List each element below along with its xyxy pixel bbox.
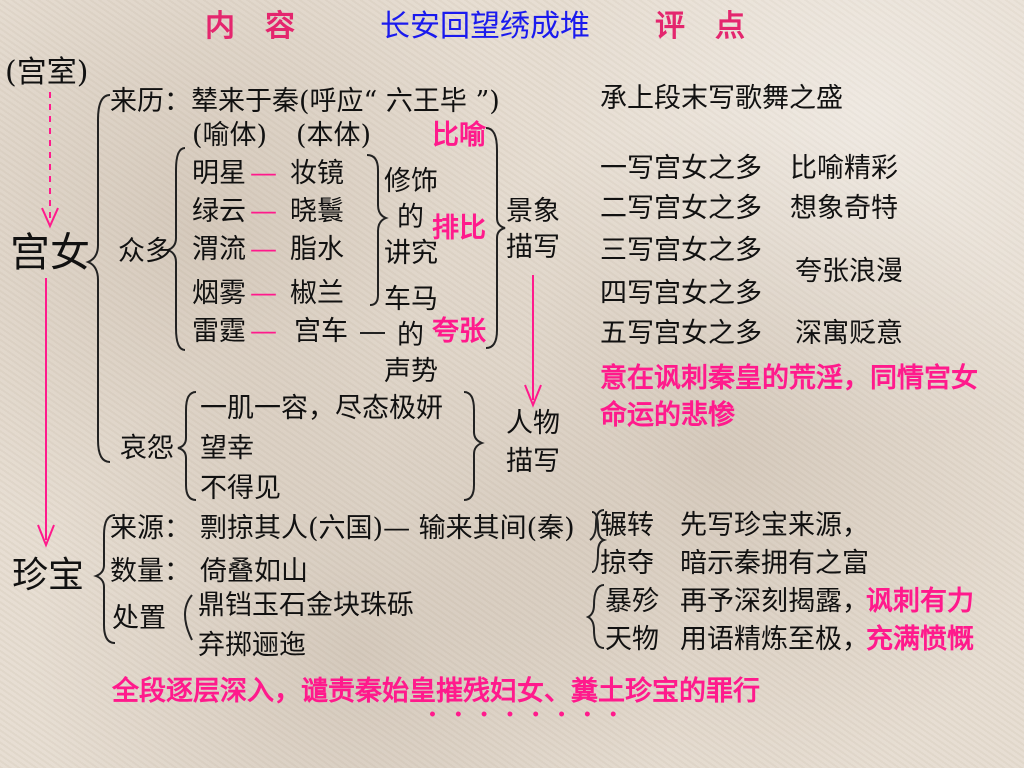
dash-2: — xyxy=(250,196,277,227)
sorrow-item-1: 一肌一容，尽态极妍 xyxy=(200,393,443,424)
sorrow-item-2: 望幸 xyxy=(200,433,254,464)
adorn-3: 讲究 xyxy=(384,238,438,269)
dash-5: — xyxy=(250,316,277,347)
women-summary-1: 意在讽刺秦皇的荒淫，同情宫女 xyxy=(600,363,978,394)
figure-2: 描写 xyxy=(506,446,560,477)
brace-sorrow-right xyxy=(463,391,485,501)
comment-34-note: 夸张浪漫 xyxy=(795,256,903,287)
comment-5: 五写宫女之多 xyxy=(600,318,762,349)
dash-4: — xyxy=(250,278,277,309)
figure-1: 人物 xyxy=(506,408,560,439)
device-parallelism: 排比 xyxy=(432,213,486,244)
carriage-1: 车马 xyxy=(384,284,438,315)
comment-1: 一写宫女之多 xyxy=(600,153,762,184)
many-label: 众多 xyxy=(118,236,172,267)
tenor-1: 妆镜 xyxy=(290,158,344,189)
treasure-comment-word-3: 暴殄 xyxy=(605,586,659,617)
brace-treasure-right-1 xyxy=(591,511,608,573)
pink-arrow-palace xyxy=(41,92,59,229)
treasure-source-label: 来源： xyxy=(110,513,191,544)
palace-origin: 来历：辇来于秦(呼应“ 六王毕 ”) xyxy=(110,86,500,117)
brace-many xyxy=(165,147,186,351)
device-metaphor: 比喻 xyxy=(432,120,486,151)
comment-2-note: 想象奇特 xyxy=(790,193,898,224)
treasure-comment-word-4: 天物 xyxy=(605,624,659,655)
scene-2: 描写 xyxy=(506,232,560,263)
treasure-comment-text-2: 暗示秦拥有之富 xyxy=(680,548,869,579)
treasure-label: 珍宝 xyxy=(12,555,85,596)
treasure-source-text: 剽掠其人(六国)— 输来其间(秦) xyxy=(200,513,575,544)
treasure-disposal-1: 鼎铛玉石金块珠砾 xyxy=(198,590,414,621)
brace-adorn xyxy=(366,154,389,306)
content-header: 内 容 xyxy=(205,9,295,44)
dash-3: — xyxy=(250,234,277,265)
treasure-comment-text-1: 先写珍宝来源， xyxy=(680,510,869,541)
carriage-2: 的 xyxy=(397,320,424,351)
sorrow-label: 哀怨 xyxy=(120,433,174,464)
vehicle-5: 雷霆 xyxy=(192,316,246,347)
dash-1: — xyxy=(250,158,277,189)
women-summary-2: 命运的悲惨 xyxy=(600,400,735,431)
brace-treasure-left-2 xyxy=(589,509,605,541)
tenor-3: 脂水 xyxy=(290,234,344,265)
vehicle-4: 烟雾 xyxy=(192,278,246,309)
treasure-comment-red-3: 讽刺有力 xyxy=(866,586,974,617)
header-vehicle: (喻体) xyxy=(192,120,268,151)
sorrow-item-3: 不得见 xyxy=(200,473,281,504)
comment-header: 评 点 xyxy=(655,9,745,44)
tenor-5: 宫车 xyxy=(294,316,348,347)
brace-disposal xyxy=(184,594,193,641)
comment-4: 四写宫女之多 xyxy=(600,278,762,309)
palace-origin-comment: 承上段末写歌舞之盛 xyxy=(600,83,843,114)
footer-summary: 全段逐层深入，谴责秦始皇摧残妇女、糞土珍宝的罪行 xyxy=(112,676,760,707)
treasure-comment-text-3: 再予深刻揭露， xyxy=(680,586,869,617)
carriage-3: 声势 xyxy=(384,356,438,387)
pink-arrow-scene xyxy=(524,275,542,408)
tenor-2: 晓鬟 xyxy=(290,196,344,227)
vehicle-3: 渭流 xyxy=(192,234,246,265)
page-title: 长安回望绣成堆 xyxy=(380,9,590,44)
comment-1-note: 比喻精彩 xyxy=(790,153,898,184)
pink-arrow-women xyxy=(37,278,55,548)
brace-sorrow xyxy=(177,391,197,501)
palace-label: (宫室) xyxy=(5,55,89,90)
vehicle-2: 绿云 xyxy=(192,196,246,227)
treasure-disposal-2: 弃掷逦迤 xyxy=(198,630,306,661)
treasure-comment-red-4: 充满愤慨 xyxy=(866,624,974,655)
brace-devices xyxy=(485,127,506,349)
comment-5-note: 深寓贬意 xyxy=(795,318,903,349)
footer-emphasis-dots: • • • • • • • • xyxy=(428,707,624,723)
brace-treasure xyxy=(93,514,116,644)
vehicle-1: 明星 xyxy=(192,158,246,189)
treasure-comment-word-2: 掠夺 xyxy=(600,548,654,579)
brace-women-main xyxy=(85,94,111,463)
treasure-disposal-label: 处置 xyxy=(112,603,166,634)
comment-2: 二写宫女之多 xyxy=(600,193,762,224)
scene-1: 景象 xyxy=(506,196,560,227)
adorn-2: 的 xyxy=(397,202,424,233)
women-label: 宫女 xyxy=(10,230,90,276)
adorn-1: 修饰 xyxy=(384,166,438,197)
brace-treasure-left-3 xyxy=(585,584,605,649)
tenor-4: 椒兰 xyxy=(290,278,344,309)
treasure-quantity-label: 数量： xyxy=(110,556,191,587)
treasure-comment-text-4: 用语精炼至极， xyxy=(680,624,869,655)
treasure-comment-word-1: 辗转 xyxy=(600,510,654,541)
device-exaggeration: 夸张 xyxy=(432,316,486,347)
header-tenor: (本体) xyxy=(296,120,372,151)
treasure-quantity-text: 倚叠如山 xyxy=(200,556,308,587)
comment-3: 三写宫女之多 xyxy=(600,235,762,266)
